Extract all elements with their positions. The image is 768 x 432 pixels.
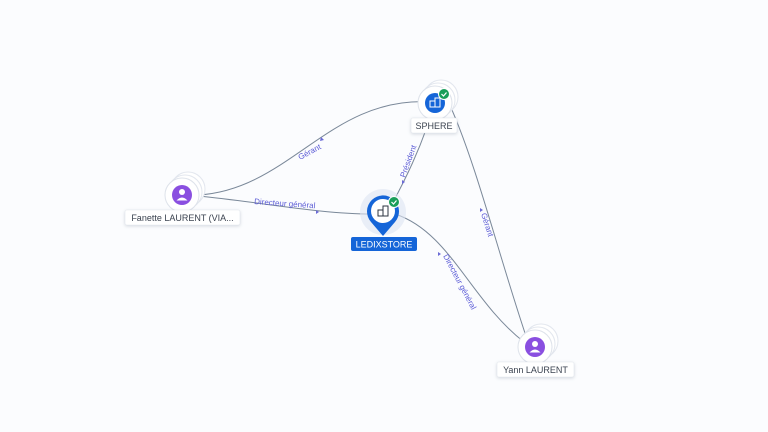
edge-ledixstore-yann xyxy=(394,213,525,343)
node-label-sphere: SPHERE xyxy=(415,121,452,131)
building-icon xyxy=(429,97,441,108)
node-label-fanette: Fanette LAURENT (VIA... xyxy=(131,213,233,223)
arrow-fanette-ledixstore xyxy=(316,210,319,214)
verified-check-icon xyxy=(438,88,450,100)
node-yann[interactable]: Yann LAURENT xyxy=(496,323,575,378)
edge-label-sphere-ledixstore: Président xyxy=(398,143,418,179)
node-sphere[interactable]: SPHERE xyxy=(410,79,459,134)
node-label-yann: Yann LAURENT xyxy=(503,365,568,375)
edge-label-sphere-yann: Gérant xyxy=(479,212,495,239)
arrow-fanette-sphere xyxy=(320,137,324,141)
arrow-sphere-yann xyxy=(480,208,483,212)
edge-label-ledixstore-yann: Directeur général xyxy=(441,253,478,312)
edge-fanette-ledixstore xyxy=(197,195,373,215)
edge-sphere-yann xyxy=(451,109,529,343)
node-ledixstore[interactable]: LEDIXSTORE xyxy=(351,189,417,251)
person-icon xyxy=(176,189,188,201)
edge-fanette-sphere xyxy=(197,101,433,196)
node-label-box xyxy=(410,117,458,134)
center-label-box xyxy=(351,237,417,251)
node-fanette[interactable]: Fanette LAURENT (VIA... xyxy=(124,171,241,226)
building-icon xyxy=(377,205,389,217)
edge-label-fanette-ledixstore: Directeur général xyxy=(254,197,316,210)
verified-check-icon xyxy=(388,196,400,208)
node-label-ledixstore: LEDIXSTORE xyxy=(356,240,413,250)
arrow-ledixstore-yann xyxy=(438,252,441,256)
person-icon xyxy=(529,341,541,353)
node-label-box xyxy=(124,209,241,226)
node-label-box xyxy=(496,361,575,378)
arrow-sphere-ledixstore xyxy=(402,180,405,184)
